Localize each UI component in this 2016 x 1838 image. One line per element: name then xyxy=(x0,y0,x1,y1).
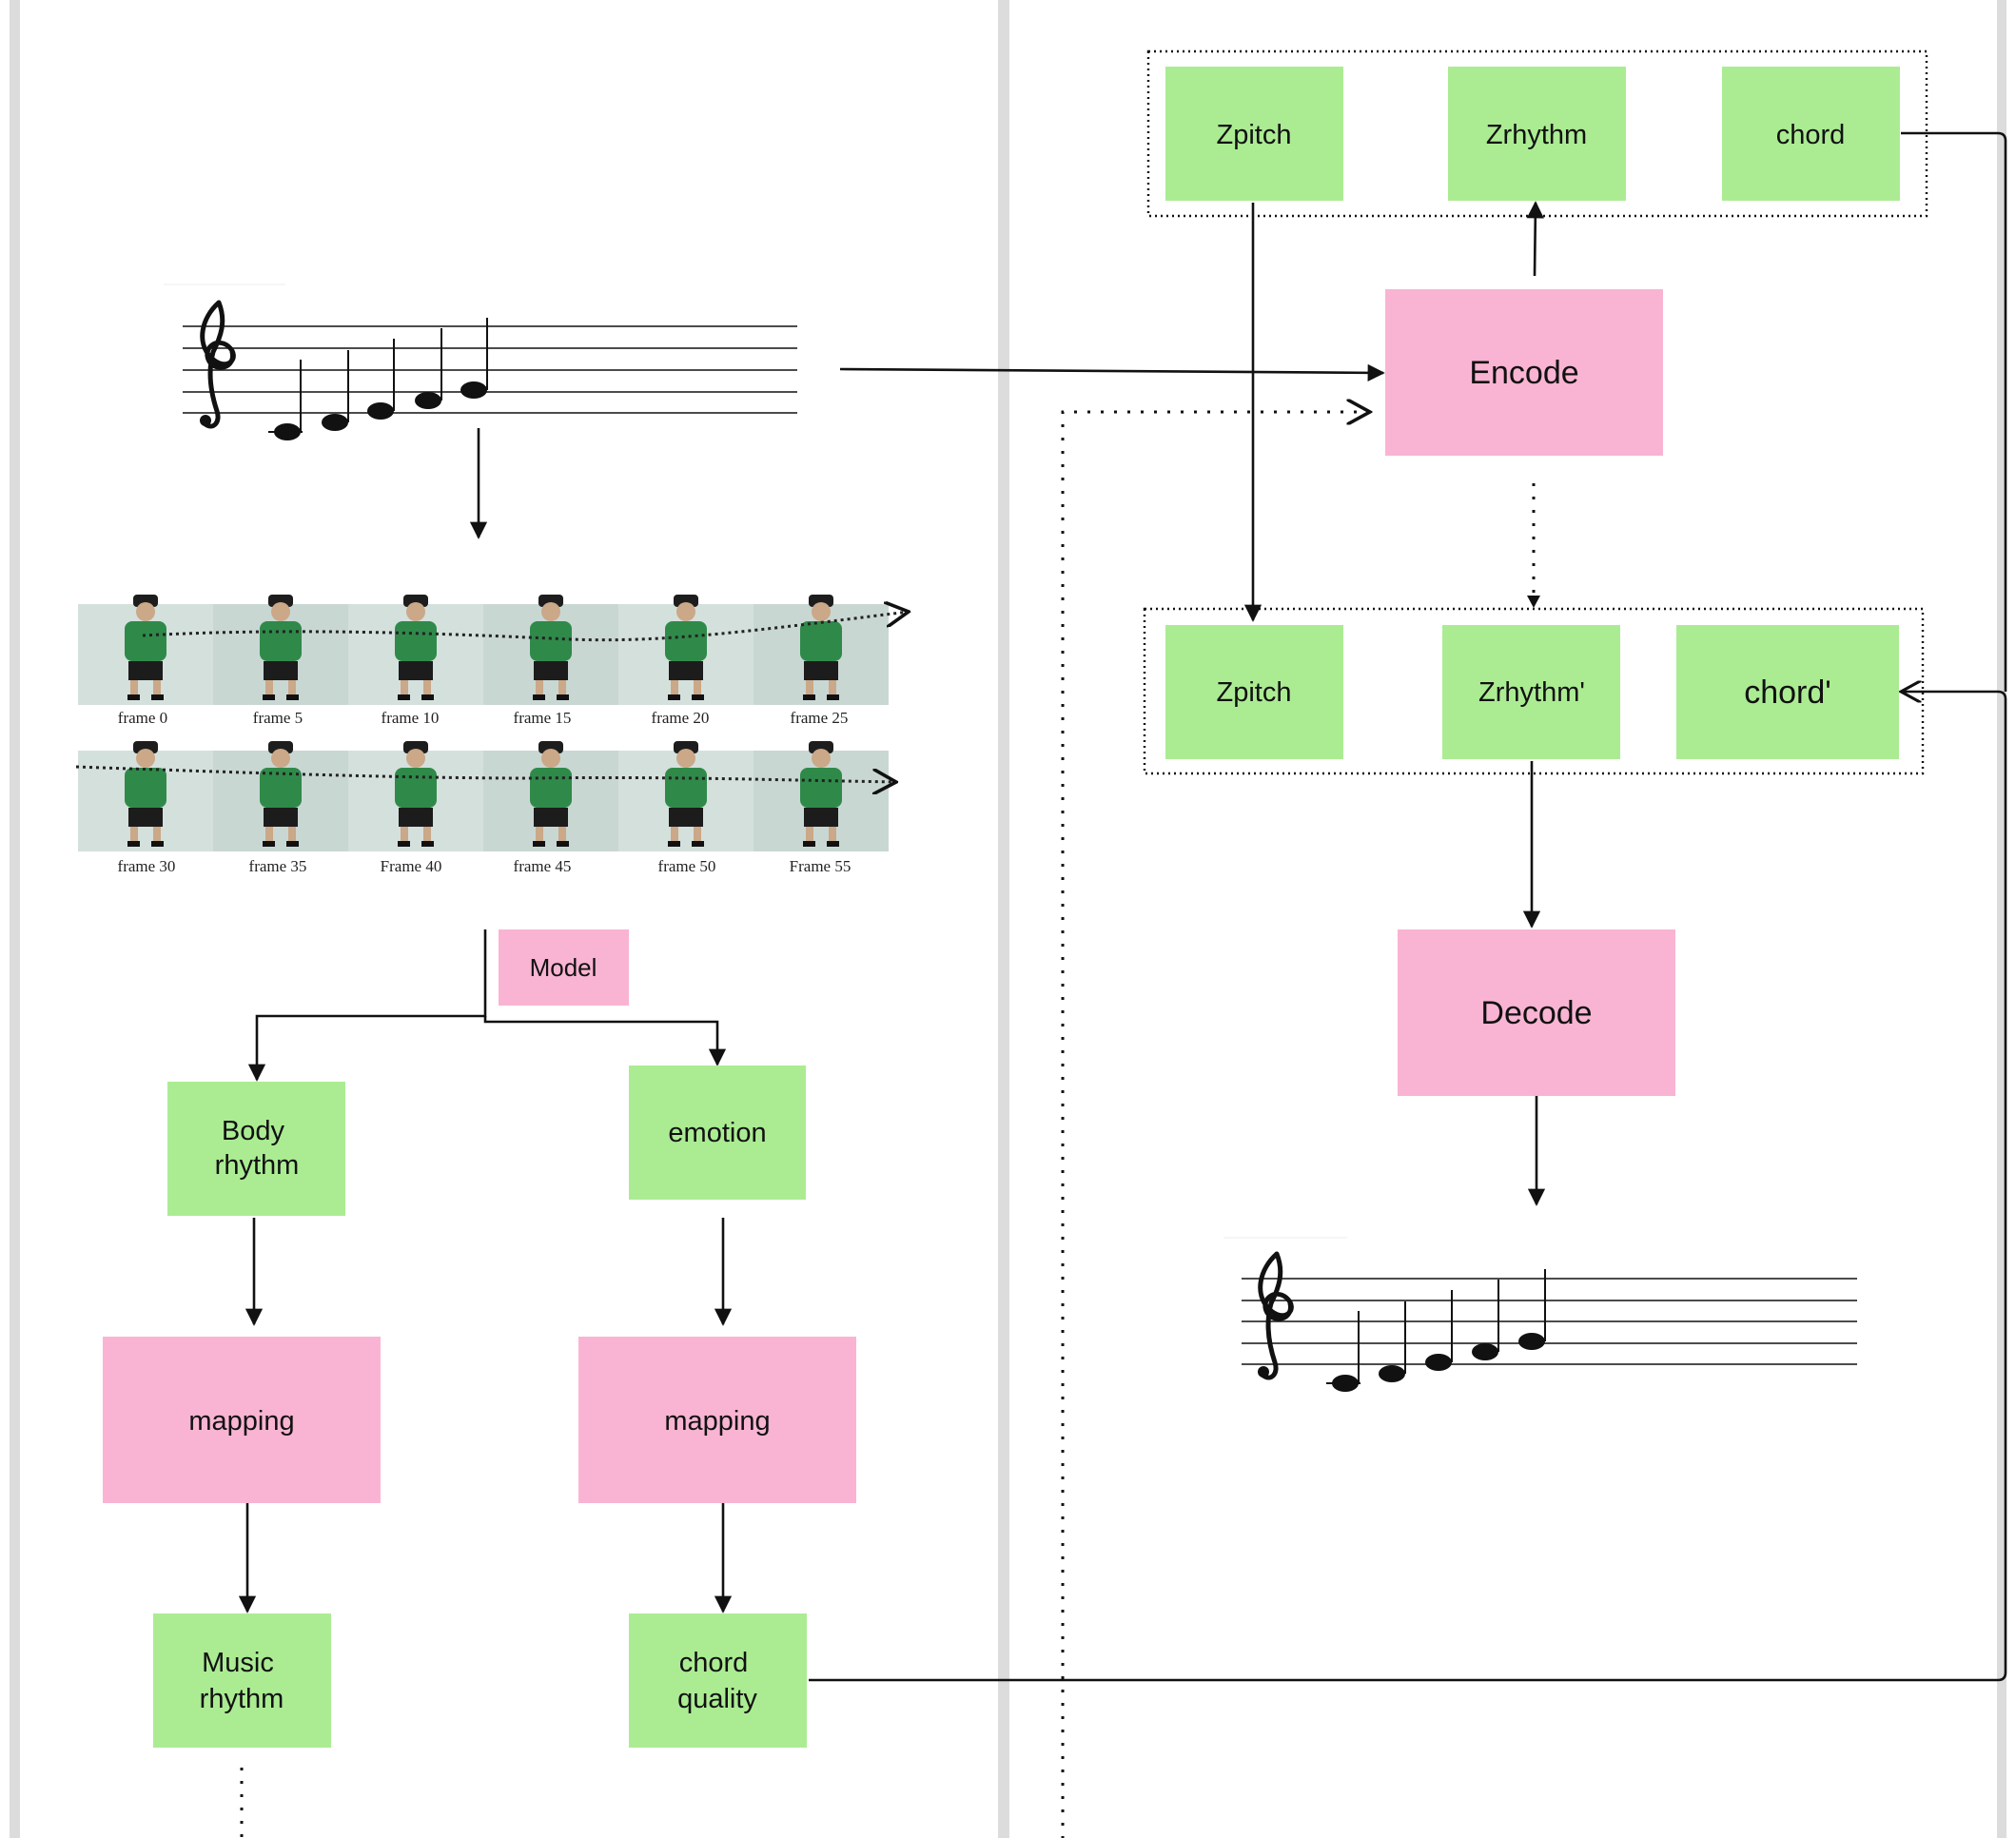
left-panel-border xyxy=(10,0,20,1838)
chord-quality-label-line1: chord xyxy=(679,1648,749,1678)
treble-clef-icon xyxy=(1258,1254,1291,1378)
model-to-body-rhythm-connector xyxy=(247,929,487,1082)
mapping-label-left: mapping xyxy=(188,1406,294,1437)
dotted-arrowhead xyxy=(1527,596,1540,608)
zrhythm-box-top xyxy=(1448,67,1626,201)
model-to-emotion-connector xyxy=(483,1016,727,1066)
right-panel-border xyxy=(1997,0,2006,1838)
zrhythm-prime-box xyxy=(1442,625,1620,759)
music-note-icon xyxy=(1326,1269,1546,1392)
music-note-icon xyxy=(268,318,488,440)
encode-label: Encode xyxy=(1469,355,1578,391)
music-rhythm-label-line1: Music xyxy=(202,1648,274,1678)
frame-label: frame 30 xyxy=(118,857,176,875)
chord-quality-label-line2: quality xyxy=(677,1684,757,1714)
frame-label: Frame 55 xyxy=(790,857,851,875)
zrhythm-label-top: Zrhythm xyxy=(1486,120,1587,150)
frame-label: frame 5 xyxy=(253,709,303,727)
zrhythm-prime-label: Zrhythm' xyxy=(1478,677,1585,708)
mapping-box-left xyxy=(103,1337,381,1503)
frame-label: Frame 40 xyxy=(381,857,442,875)
chord-prime-box xyxy=(1676,625,1899,759)
body-rhythm-box xyxy=(167,1082,345,1216)
body-rhythm-label-line1: Body xyxy=(222,1116,285,1146)
emotion-box xyxy=(629,1066,806,1200)
model-label: Model xyxy=(530,953,597,982)
zpitch-box-top xyxy=(1165,67,1343,201)
frame-label: frame 20 xyxy=(652,709,710,727)
zpitch-box-bottom xyxy=(1165,625,1343,759)
music-rhythm-label: Music rhythm xyxy=(200,1648,284,1714)
chord-to-edge-connector xyxy=(1901,131,2007,692)
frame-label: frame 35 xyxy=(249,857,307,875)
zpitch-label-bottom: Zpitch xyxy=(1217,677,1292,708)
frames-row-2 xyxy=(75,741,896,851)
latent-group-bottom xyxy=(1143,607,1925,775)
frame-label: frame 25 xyxy=(791,709,849,727)
chord-quality-label: chord quality xyxy=(677,1648,757,1714)
score-to-encode-arrow xyxy=(839,363,1385,381)
frame-label: frame 15 xyxy=(514,709,572,727)
input-music-score xyxy=(164,284,797,440)
body-rhythm-label-line2: rhythm xyxy=(215,1150,300,1181)
panel-divider xyxy=(998,0,1009,1838)
frame-label: frame 45 xyxy=(514,857,572,875)
chord-prime-label: chord' xyxy=(1744,675,1831,711)
decode-box xyxy=(1398,929,1675,1096)
mapping-box-right xyxy=(578,1337,856,1503)
encode-box xyxy=(1385,289,1663,456)
chord-quality-box xyxy=(629,1613,807,1748)
frame-label: frame 0 xyxy=(118,709,167,727)
emotion-label: emotion xyxy=(668,1118,766,1148)
mapping-label-right: mapping xyxy=(664,1406,770,1437)
zpitch-label-top: Zpitch xyxy=(1217,120,1292,150)
frames-row-1 xyxy=(78,595,909,705)
model-box xyxy=(499,929,629,1006)
music-rhythm-label-line2: rhythm xyxy=(200,1684,284,1714)
chord-quality-to-chord-prime-connector xyxy=(809,692,2007,1682)
frame-label: frame 10 xyxy=(382,709,440,727)
decode-label: Decode xyxy=(1480,995,1592,1031)
treble-clef-icon xyxy=(200,303,233,426)
chord-label-top: chord xyxy=(1776,120,1846,150)
music-rhythm-box xyxy=(153,1613,331,1748)
chord-box-top xyxy=(1722,67,1900,201)
output-music-score xyxy=(1223,1237,1857,1392)
encode-to-zrhythm-arrow xyxy=(1526,201,1544,277)
frame-label: frame 50 xyxy=(658,857,716,875)
body-rhythm-label: Body rhythm xyxy=(215,1116,300,1181)
